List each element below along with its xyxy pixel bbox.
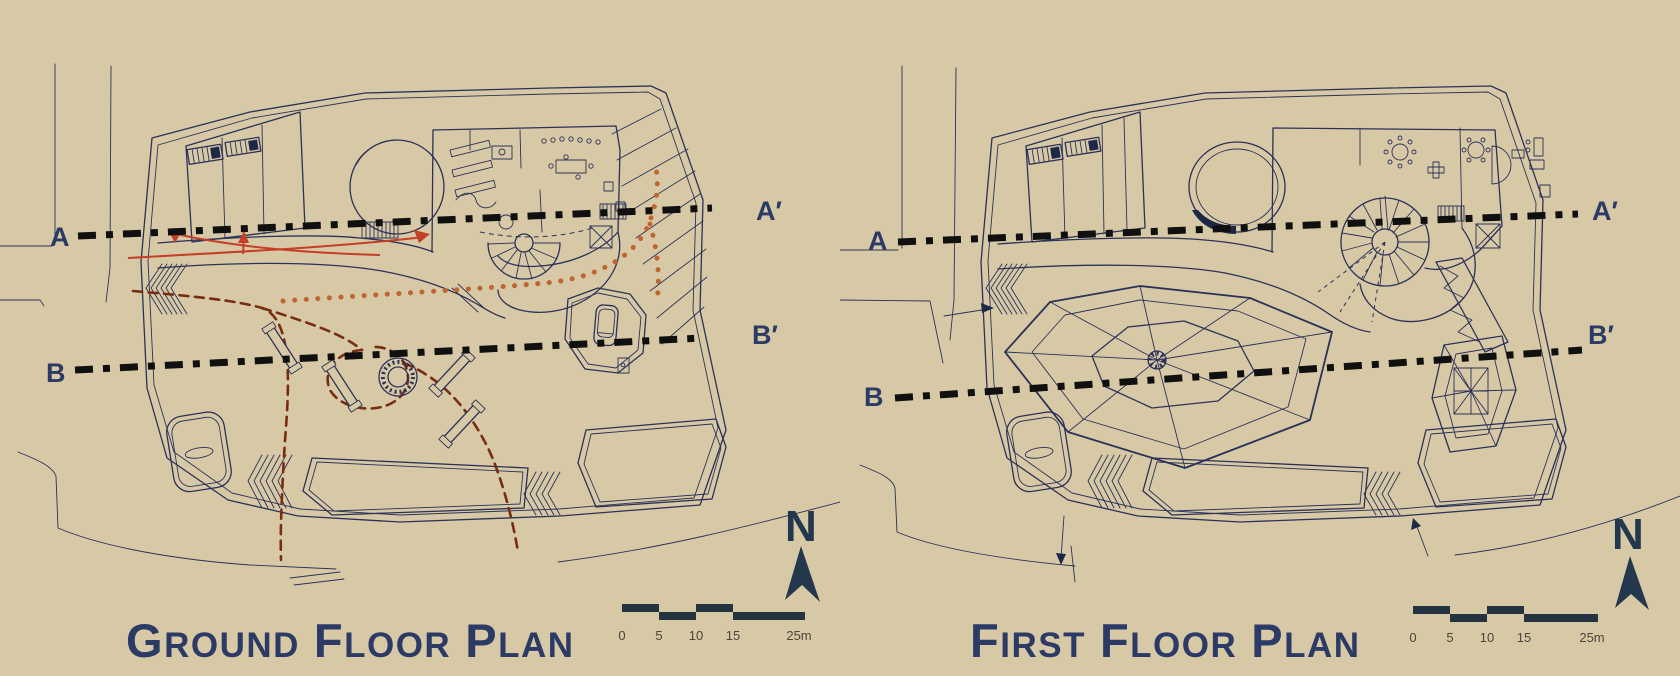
bench-icon (321, 359, 363, 413)
title-word-lead: F (1100, 614, 1130, 667)
service-block (1025, 111, 1146, 243)
title-word-rest: LAN (1284, 626, 1360, 665)
roads (0, 63, 840, 586)
stair-ramp-hatch (247, 454, 561, 516)
section-label-a: A (50, 222, 70, 252)
title-word-lead: P (1251, 614, 1284, 667)
title-word-rest: LOOR (344, 626, 451, 665)
rooflight-panel (1064, 136, 1102, 158)
promenade (997, 237, 1371, 333)
stair-hall (1359, 227, 1476, 323)
shelving (449, 139, 496, 198)
bench-icon (428, 348, 476, 398)
site-hatch-lines (611, 108, 708, 345)
section-label-b: B (46, 358, 66, 388)
section-label-a-prime: A′ (756, 196, 782, 226)
scale-tick: 10 (689, 628, 703, 643)
bench-icon (438, 399, 486, 449)
title-word-rest: IRST (1000, 626, 1086, 665)
fountain-icon (378, 357, 418, 397)
scale-bar: 0 5 10 15 25m (618, 604, 812, 643)
section-line-b (894, 346, 1583, 402)
annotation-arrows (943, 303, 1429, 565)
dome-room (1188, 141, 1286, 233)
pool (1006, 411, 1072, 493)
north-arrow-icon (785, 546, 820, 602)
elevator-icon (589, 225, 613, 249)
rooflight-panel (224, 136, 262, 158)
section-label-b: B (864, 382, 884, 412)
scale-tick: 25m (786, 628, 811, 643)
pool (166, 411, 232, 493)
scale-tick: 0 (1409, 630, 1416, 645)
rooflight-panel (186, 143, 224, 166)
spiral-stair-icon (487, 214, 561, 280)
section-lines: A A′ B B′ (864, 196, 1618, 412)
section-lines: A A′ B B′ (46, 196, 782, 388)
scale-tick: 10 (1480, 630, 1494, 645)
scale-tick: 15 (1517, 630, 1531, 645)
section-label-a: A (868, 226, 888, 256)
garden-pavilion (564, 287, 647, 374)
elevator-icon (1475, 223, 1501, 249)
site-boundary (980, 85, 1567, 523)
title-word-rest: ROUND (164, 626, 300, 665)
title-word-rest: LAN (498, 626, 574, 665)
building (1188, 127, 1551, 323)
terraces (1142, 418, 1567, 516)
section-label-b-prime: B′ (752, 320, 778, 350)
canopy-roof (1004, 285, 1333, 469)
title-word-lead: F (970, 614, 1000, 667)
title-word-lead: P (465, 614, 498, 667)
wall-squiggle (455, 192, 497, 209)
entry-ramp-hatch (985, 263, 1028, 315)
promenade (157, 235, 506, 319)
plan-title: GROUND FLOOR PLAN (126, 614, 575, 667)
furniture (1383, 135, 1551, 198)
scale-tick: 5 (1446, 630, 1453, 645)
bench-icon (261, 321, 303, 375)
roads (840, 65, 1680, 583)
north-arrow: N (1612, 510, 1649, 610)
entry-ramp-hatch (145, 263, 188, 315)
title-word-rest: LOOR (1130, 626, 1237, 665)
building (349, 125, 627, 313)
scale-bar: 0 5 10 15 25m (1409, 606, 1605, 645)
bridge-truss (1431, 257, 1517, 453)
circulation-dotted-path (280, 165, 661, 304)
canopy-center (1147, 350, 1167, 370)
section-label-b-prime: B′ (1588, 320, 1614, 350)
section-line-a (77, 204, 713, 240)
spiral-stair-icon (1317, 197, 1430, 323)
furniture (491, 136, 626, 212)
title-word-lead: G (126, 614, 164, 667)
north-label: N (1612, 510, 1644, 559)
north-label: N (785, 502, 817, 551)
scale-tick: 5 (655, 628, 662, 643)
site-boundary (140, 85, 727, 523)
scale-tick: 0 (618, 628, 625, 643)
section-line-b (74, 334, 703, 374)
terraces (302, 418, 727, 516)
north-arrow-icon (1615, 556, 1649, 610)
section-label-a-prime: A′ (1592, 196, 1618, 226)
scale-tick: 25m (1579, 630, 1604, 645)
stair-ramp-hatch (1087, 454, 1401, 516)
title-word-lead: F (314, 614, 344, 667)
scale-tick: 15 (726, 628, 740, 643)
rooflight-panel (1026, 143, 1064, 166)
north-arrow: N (785, 502, 820, 602)
